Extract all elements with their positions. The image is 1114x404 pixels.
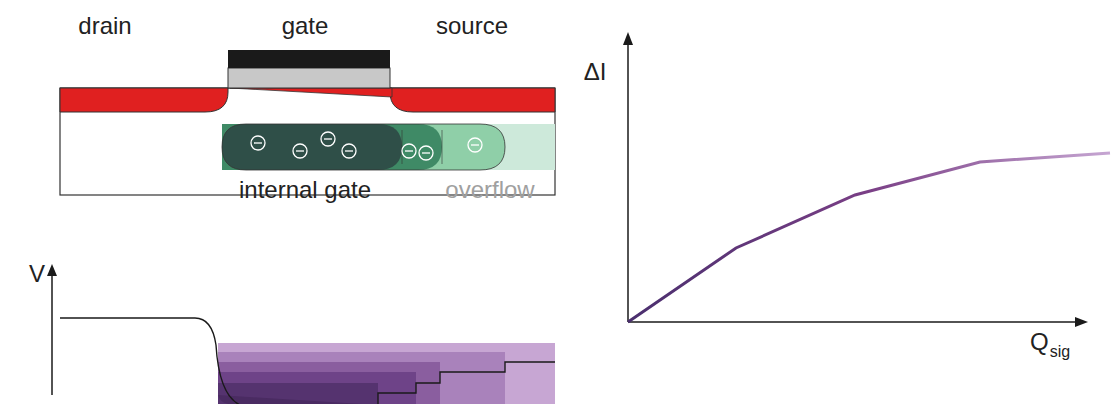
internal-gate-edge xyxy=(222,124,442,170)
gate-electrode xyxy=(228,50,390,68)
axis-subscript: sig xyxy=(1050,344,1070,360)
terminal-label: gate xyxy=(282,14,329,38)
internal-gate xyxy=(222,124,402,170)
channel xyxy=(230,88,392,97)
axis-label: Q xyxy=(1030,330,1049,354)
gate-oxide xyxy=(228,68,390,88)
axis-label: ΔI xyxy=(584,60,607,84)
terminal-label: source xyxy=(436,14,508,38)
electron-symbols xyxy=(251,132,482,160)
source-region xyxy=(390,88,555,112)
potential-plot xyxy=(47,264,555,404)
response-chart xyxy=(623,32,1110,327)
drain-region xyxy=(60,88,228,112)
overflow-region xyxy=(222,124,505,170)
region-label: internal gate xyxy=(239,178,371,202)
terminal-label: drain xyxy=(78,14,131,38)
axis-label: V xyxy=(29,262,45,286)
region-label: overflow xyxy=(445,178,534,202)
